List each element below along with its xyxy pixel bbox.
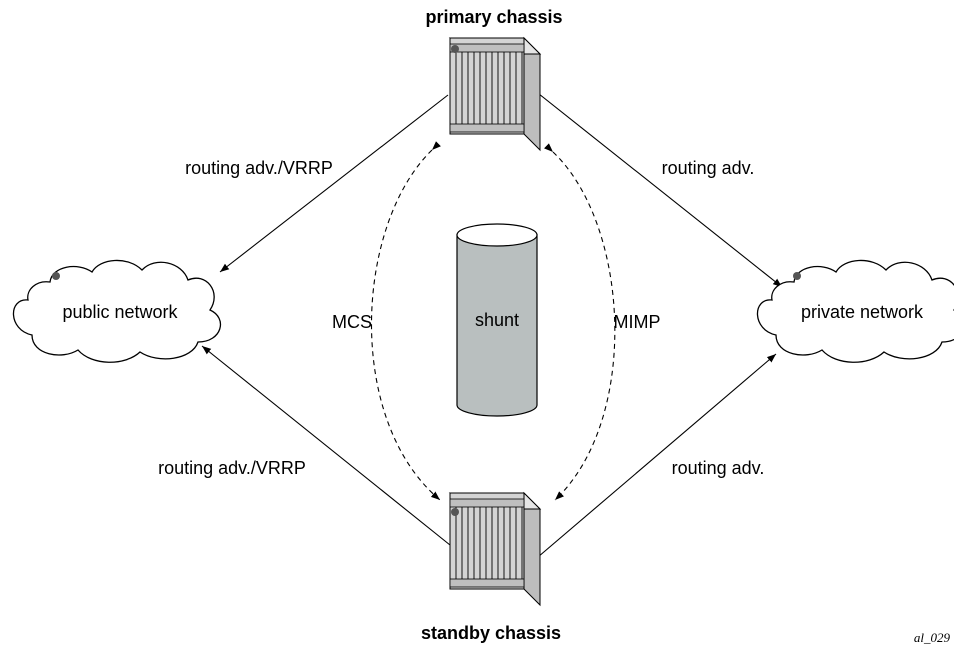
primary-chassis-dot	[451, 45, 459, 53]
standby-public-link-label: routing adv./VRRP	[158, 458, 306, 478]
primary-private-link-label: routing adv.	[662, 158, 755, 178]
private-network-label: private network	[801, 302, 924, 322]
link-primary-to-public	[219, 94, 449, 273]
primary-public-link-label: routing adv./VRRP	[185, 158, 333, 178]
standby-chassis-dot	[451, 508, 459, 516]
public-network-label: public network	[62, 302, 178, 322]
private-network-cloud	[756, 259, 954, 363]
mcs-link	[371, 141, 441, 501]
mcs-label: MCS	[332, 312, 372, 332]
private-network-dot	[793, 272, 801, 280]
figure-reference: al_029	[914, 630, 951, 645]
shunt-cylinder	[456, 223, 538, 417]
public-network-cloud	[12, 259, 221, 363]
standby-chassis-label: standby chassis	[421, 623, 561, 643]
standby-private-link-label: routing adv.	[672, 458, 765, 478]
shunt-label: shunt	[475, 310, 519, 330]
primary-chassis	[449, 37, 541, 151]
primary-chassis-label: primary chassis	[425, 7, 562, 27]
link-primary-to-private	[533, 89, 783, 288]
public-network-dot	[52, 272, 60, 280]
link-standby-to-public	[201, 345, 451, 546]
mimp-link	[544, 143, 616, 501]
mimp-label: MIMP	[614, 312, 661, 332]
link-standby-to-private	[537, 353, 777, 558]
standby-chassis	[449, 492, 541, 606]
